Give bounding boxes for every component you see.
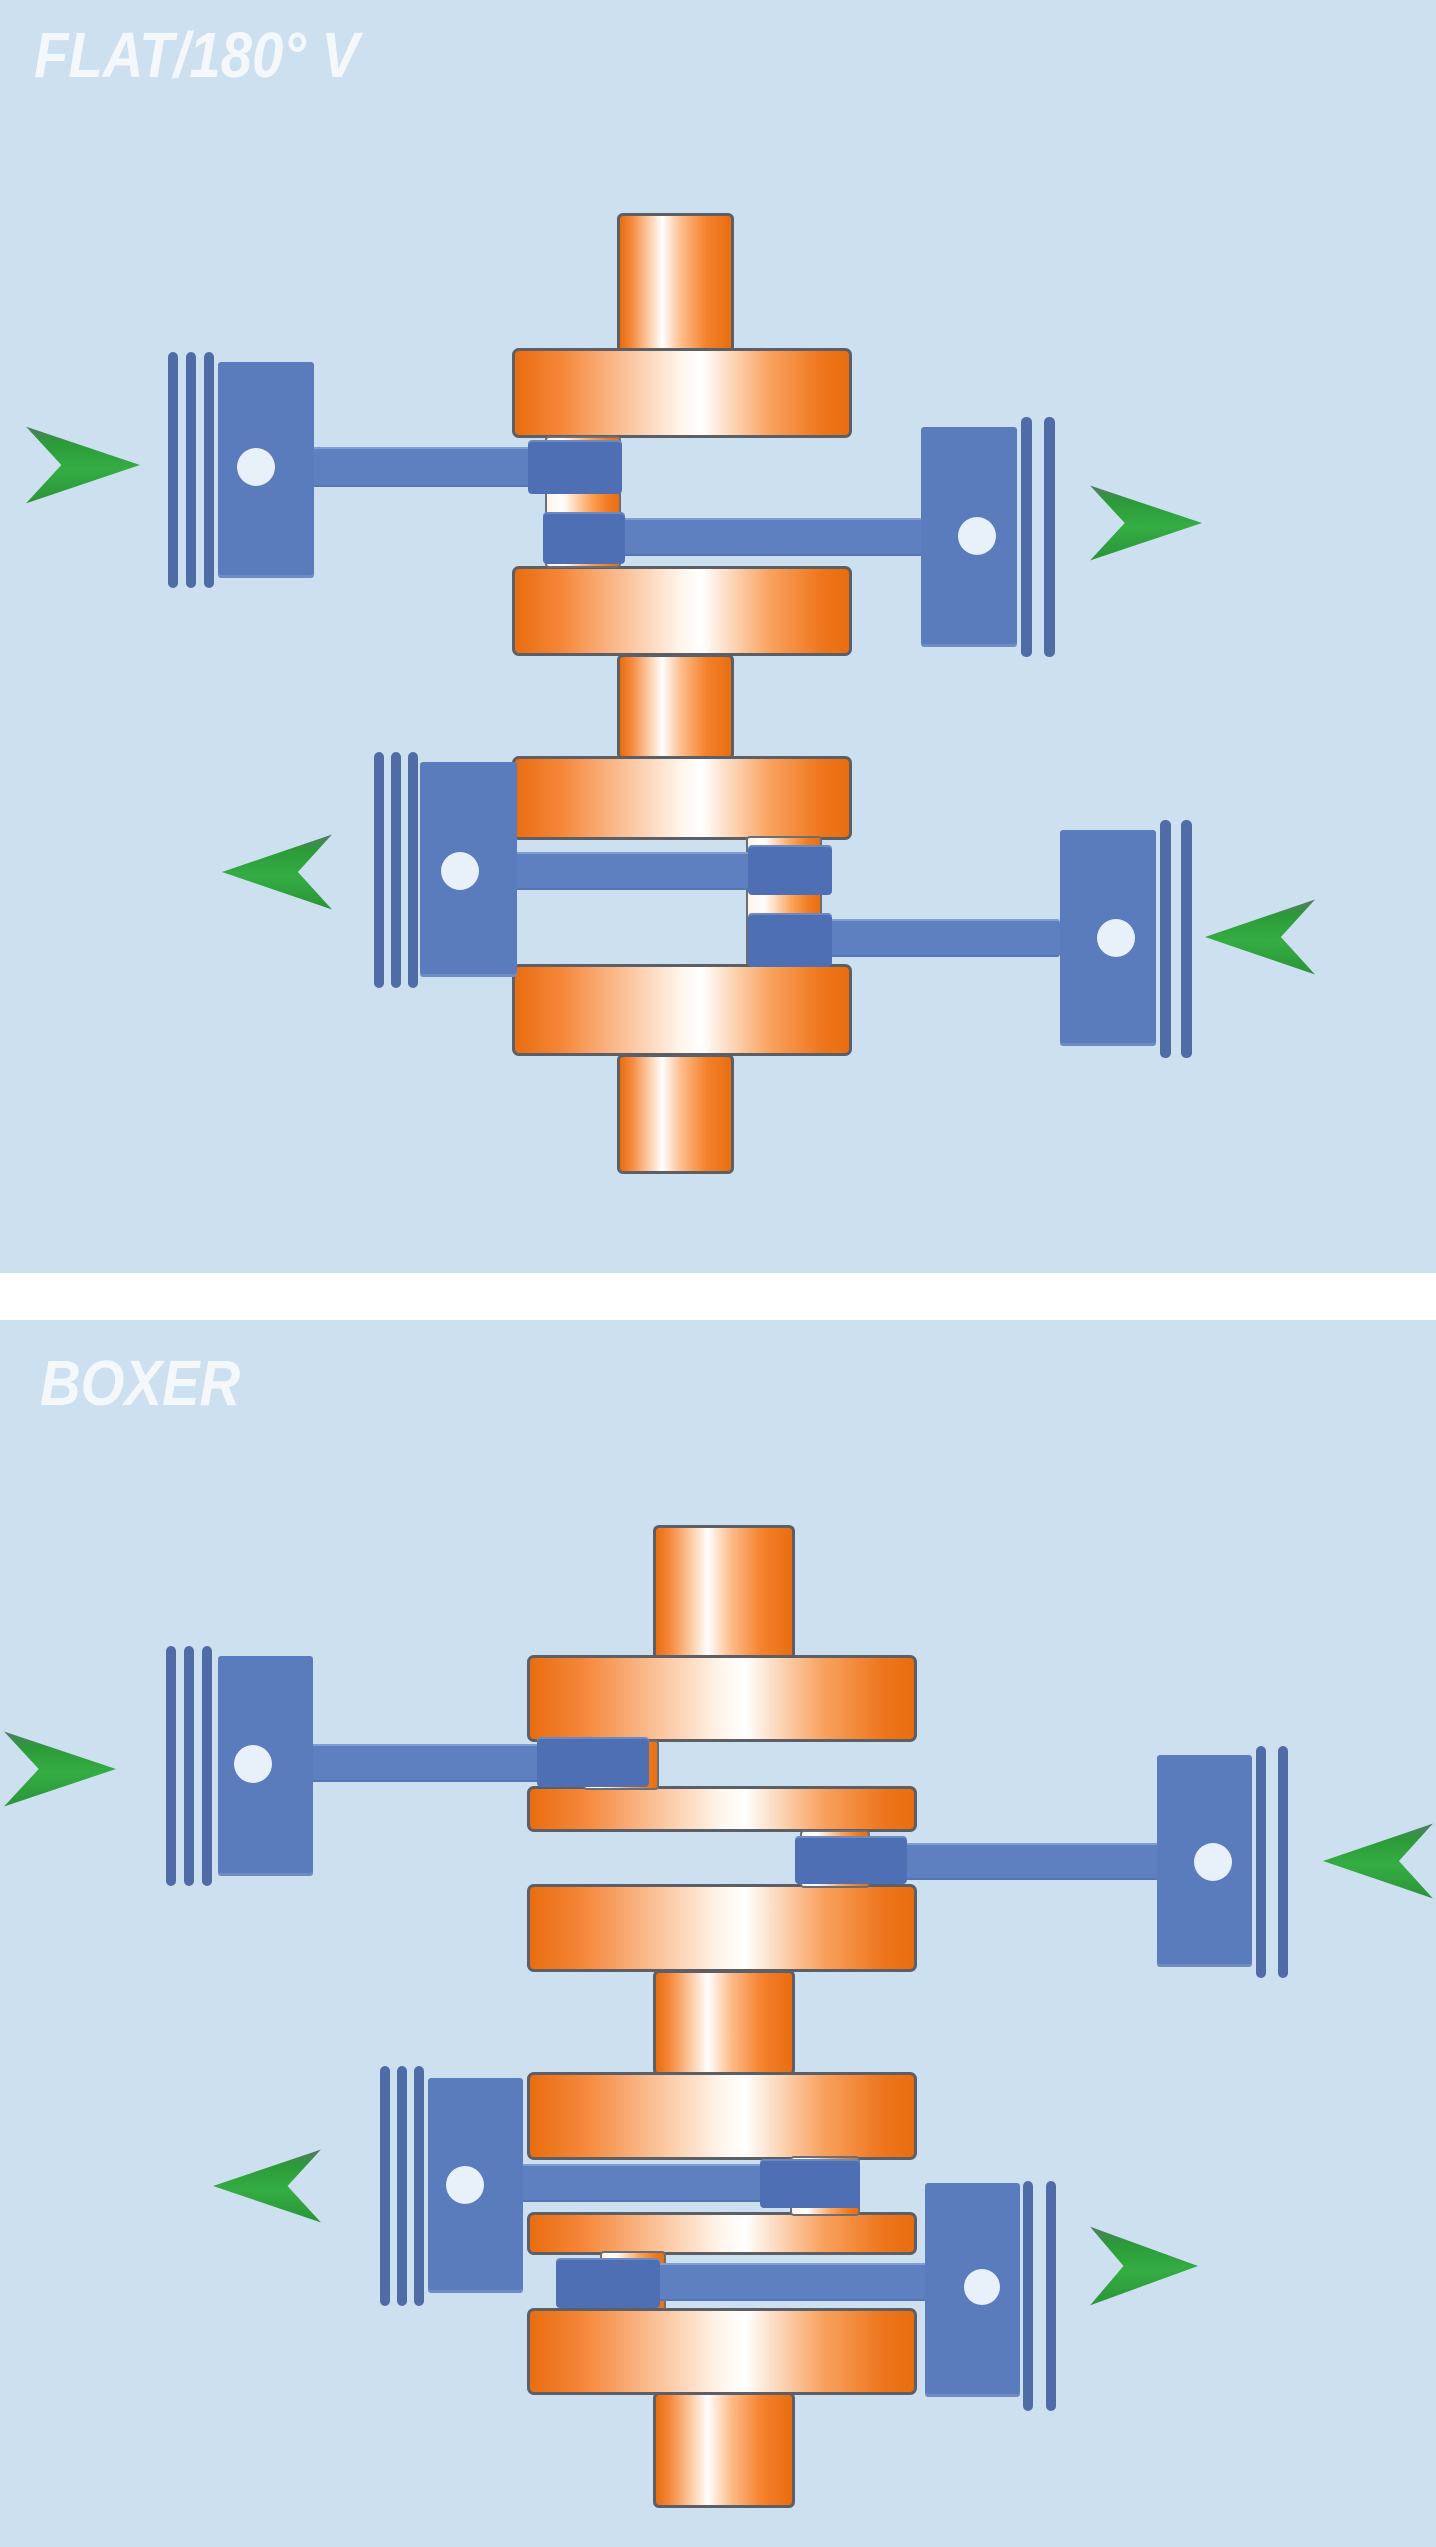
panel-title-flat-180-v: FLAT/180° V [34,19,360,91]
piston-ring-stripe [166,1646,176,1886]
piston-upper-left-wrist-pin [234,1745,272,1783]
piston-upper-left-rings [168,352,214,588]
piston-ring-stripe [1021,417,1032,657]
crank-web-3 [527,1884,917,1972]
piston-lower-right-wrist-pin [1097,919,1135,957]
rod-big-end-lower-left [760,2159,860,2208]
piston-ring-stripe [408,752,418,988]
piston-ring-stripe [184,1646,194,1886]
crank-web-6 [527,2308,917,2395]
piston-ring-stripe [414,2066,424,2306]
piston-upper-right-wrist-pin [958,517,996,555]
piston-ring-stripe [1256,1746,1266,1978]
piston-ring-stripe [1278,1746,1288,1978]
connecting-rod-upper-right [622,518,923,556]
rod-big-end-lower-right [748,913,832,967]
piston-ring-stripe [391,752,401,988]
piston-upper-left-wrist-pin [237,448,275,486]
crank-web-1 [527,1655,917,1742]
crank-web-2 [512,566,852,656]
crank-web-4 [527,2072,917,2160]
crank-web-1 [512,348,852,438]
piston-upper-right-wrist-pin [1194,1843,1232,1881]
crank-web-5-thin [527,2212,917,2255]
piston-ring-stripe [186,352,196,588]
piston-lower-left-wrist-pin [446,2166,484,2204]
connecting-rod-upper-right [903,1843,1159,1880]
piston-ring-stripe [168,352,178,588]
connecting-rod-lower-left [515,852,753,890]
piston-upper-right-rings [1021,417,1055,657]
piston-lower-right-rings [1023,2181,1056,2411]
crank-shaft-bottom [617,1054,734,1174]
piston-ring-stripe [1046,2181,1056,2411]
rod-big-end-lower-right [556,2258,660,2308]
piston-lower-left-rings [380,2066,424,2306]
panel-divider [0,1273,1436,1320]
piston-upper-left-rings [166,1646,212,1886]
crank-shaft-top [617,213,734,353]
piston-ring-stripe [1160,820,1171,1058]
piston-ring-stripe [1181,820,1192,1058]
panel-title-boxer: BOXER [40,1347,241,1419]
rod-big-end-upper-right [795,1836,907,1884]
connecting-rod-upper-left [310,1744,542,1782]
rod-big-end-upper-left [528,440,622,494]
connecting-rod-lower-right [829,919,1060,957]
crank-shaft-bottom [653,2392,795,2508]
piston-lower-left-rings [374,752,418,988]
piston-ring-stripe [380,2066,390,2306]
crank-shaft-middle [653,1970,795,2076]
piston-ring-stripe [397,2066,407,2306]
piston-ring-stripe [1044,417,1055,657]
piston-upper-right-rings [1256,1746,1288,1978]
crank-shaft-top [653,1525,795,1662]
rod-big-end-lower-left [748,845,832,895]
connecting-rod-lower-right [656,2263,927,2301]
piston-ring-stripe [374,752,384,988]
piston-ring-stripe [1023,2181,1033,2411]
crank-shaft-middle [617,654,734,760]
piston-ring-stripe [204,352,214,588]
piston-lower-right-wrist-pin [964,2269,1000,2305]
crank-web-3 [512,756,852,840]
piston-lower-right-rings [1160,820,1192,1058]
crank-web-2-thin [527,1786,917,1832]
connecting-rod-lower-left [515,2164,765,2202]
piston-lower-left-wrist-pin [441,852,479,890]
connecting-rod-upper-left [312,447,538,487]
rod-big-end-upper-right [543,512,625,564]
rod-big-end-upper-left [537,1737,649,1787]
crank-web-4 [512,964,852,1056]
piston-ring-stripe [202,1646,212,1886]
